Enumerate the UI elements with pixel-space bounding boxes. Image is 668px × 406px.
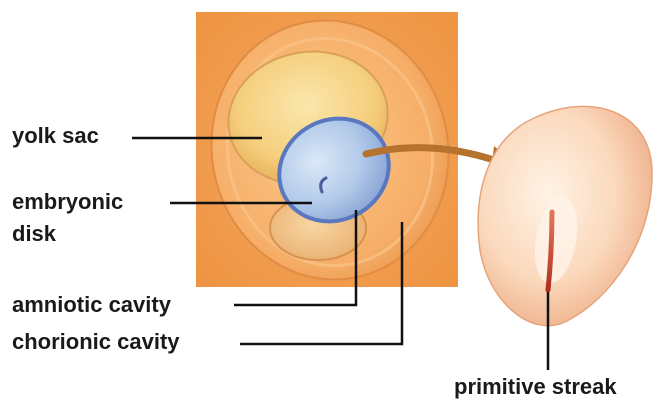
label-yolk-sac: yolk sac	[12, 124, 99, 148]
label-embryonic-disk-line1: embryonic	[12, 190, 123, 214]
label-chorionic-cavity: chorionic cavity	[12, 330, 180, 354]
label-primitive-streak: primitive streak	[454, 375, 617, 399]
label-embryonic-disk-line2: disk	[12, 222, 56, 246]
label-amniotic-cavity: amniotic cavity	[12, 293, 171, 317]
